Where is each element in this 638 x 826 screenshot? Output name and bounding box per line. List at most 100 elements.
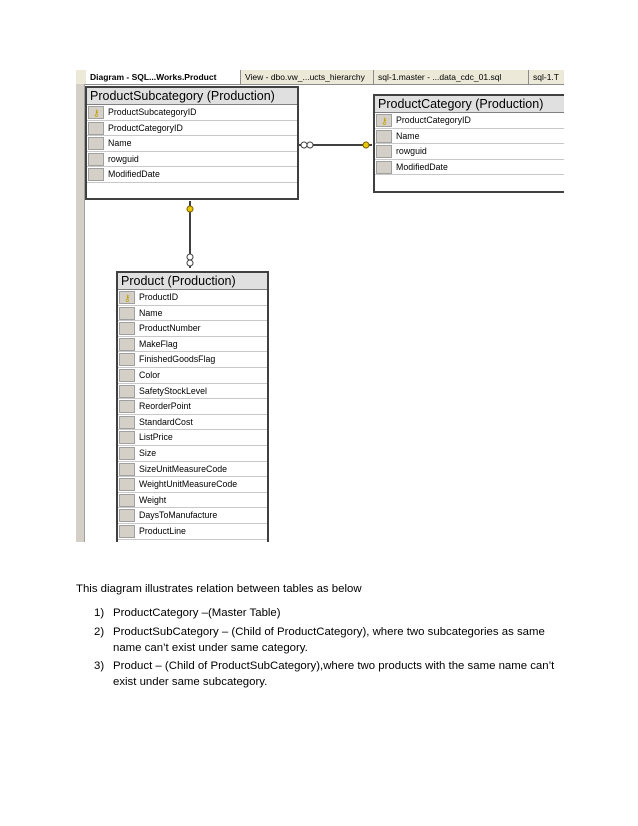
row-selector[interactable] [119, 524, 135, 538]
table-column-row[interactable]: FinishedGoodsFlag [118, 352, 267, 368]
table-column-row[interactable]: ReorderPoint [118, 399, 267, 415]
primary-key-icon: ⚷ [93, 108, 100, 118]
infinity-end-icon [300, 141, 308, 149]
row-selector[interactable] [376, 129, 392, 143]
column-name: MakeFlag [139, 338, 178, 349]
column-name: rowguid [108, 153, 139, 164]
tab-view[interactable]: View - dbo.vw_...ucts_hierarchy [241, 70, 374, 84]
column-name: WeightUnitMeasureCode [139, 479, 238, 490]
key-end-icon [186, 205, 194, 213]
list-number: 3) [94, 660, 105, 672]
column-name: Name [108, 138, 132, 149]
row-selector[interactable] [119, 509, 135, 523]
row-selector[interactable] [119, 493, 135, 507]
row-selector[interactable] [88, 168, 104, 182]
column-name: rowguid [396, 146, 427, 157]
row-selector[interactable] [88, 121, 104, 135]
column-name: ProductCategoryID [396, 115, 471, 125]
column-name: StandardCost [139, 416, 193, 427]
row-selector[interactable] [119, 306, 135, 320]
column-name: Size [139, 447, 157, 458]
row-selector[interactable]: ⚷ [376, 114, 392, 127]
table-column-row[interactable]: Color [118, 368, 267, 384]
primary-key-icon: ⚷ [381, 116, 388, 126]
column-name: ProductID [139, 292, 179, 302]
row-selector[interactable] [88, 137, 104, 151]
row-selector[interactable] [119, 337, 135, 351]
row-selector[interactable] [119, 322, 135, 336]
row-selector[interactable]: ⚷ [88, 106, 104, 119]
column-name: ReorderPoint [139, 401, 191, 412]
row-selector[interactable]: ⚷ [119, 291, 135, 304]
table-title: ProductCategory (Production) [375, 96, 564, 113]
row-selector[interactable] [119, 446, 135, 460]
table-column-row[interactable]: Name [87, 136, 297, 152]
column-name: Name [139, 307, 163, 318]
table-column-row[interactable]: rowguid [375, 144, 564, 160]
row-selector[interactable] [119, 462, 135, 476]
tab-sql-1[interactable]: sql-1.T [529, 70, 564, 84]
table-column-row[interactable]: Size [118, 446, 267, 462]
table-column-row[interactable]: ListPrice [118, 430, 267, 446]
infinity-end-icon [186, 253, 194, 261]
table-column-row[interactable]: DaysToManufacture [118, 508, 267, 524]
list-text: ProductCategory –(Master Table) [113, 607, 281, 619]
table-column-row[interactable]: Name [375, 129, 564, 145]
row-selector[interactable] [376, 145, 392, 159]
diagram-screenshot: Diagram - SQL...Works.Product View - dbo… [76, 70, 564, 542]
column-name: SafetyStockLevel [139, 385, 207, 396]
table-title: ProductSubcategory (Production) [87, 88, 297, 105]
list-text: ProductSubCategory – (Child of ProductCa… [113, 626, 545, 654]
column-name: FinishedGoodsFlag [139, 354, 216, 365]
table-column-row[interactable]: ⚷ ProductID [118, 290, 267, 306]
diagram-ruler [76, 84, 85, 542]
column-name: ProductSubcategoryID [108, 107, 197, 117]
row-selector[interactable] [119, 400, 135, 414]
row-selector[interactable] [376, 160, 392, 174]
column-name: ModifiedDate [396, 161, 448, 172]
document-tab-bar: Diagram - SQL...Works.Product View - dbo… [76, 70, 564, 85]
table-column-row[interactable]: ProductLine [118, 524, 267, 540]
tab-diagram[interactable]: Diagram - SQL...Works.Product [86, 70, 241, 84]
table-column-row[interactable]: ⚷ ProductSubcategoryID [87, 105, 297, 121]
table-column-row[interactable]: rowguid [87, 152, 297, 168]
table-column-row[interactable]: ProductNumber [118, 321, 267, 337]
row-selector[interactable] [119, 415, 135, 429]
row-selector[interactable] [119, 353, 135, 367]
tab-sql-script[interactable]: sql-1.master - ...data_cdc_01.sql [374, 70, 529, 84]
column-name: Name [396, 130, 420, 141]
list-text: Product – (Child of ProductSubCategory),… [113, 660, 555, 688]
row-selector[interactable] [119, 478, 135, 492]
table-column-row[interactable]: ProductCategoryID [87, 121, 297, 137]
row-selector[interactable] [88, 152, 104, 166]
row-selector[interactable] [119, 431, 135, 445]
table-column-row[interactable]: SafetyStockLevel [118, 384, 267, 400]
column-name: ListPrice [139, 432, 173, 443]
column-name: ProductNumber [139, 323, 201, 334]
table-column-row[interactable]: MakeFlag [118, 337, 267, 353]
table-column-row[interactable]: ⚷ ProductCategoryID [375, 113, 564, 129]
diagram-caption: This diagram illustrates relation betwee… [76, 583, 362, 595]
column-name: ProductLine [139, 525, 186, 536]
relationship-lines [186, 141, 372, 268]
row-selector[interactable] [119, 368, 135, 382]
table-product-category[interactable]: ProductCategory (Production) ⚷ ProductCat… [373, 94, 564, 193]
row-selector[interactable] [119, 384, 135, 398]
list-number: 1) [94, 607, 105, 619]
table-column-row[interactable]: SizeUnitMeasureCode [118, 462, 267, 478]
table-column-row[interactable]: Name [118, 306, 267, 322]
table-column-row[interactable]: ModifiedDate [375, 160, 564, 176]
primary-key-icon: ⚷ [124, 293, 131, 303]
table-column-row[interactable]: WeightUnitMeasureCode [118, 477, 267, 493]
table-column-row[interactable]: ModifiedDate [87, 167, 297, 183]
column-name: Weight [139, 494, 167, 505]
list-number: 2) [94, 626, 105, 638]
table-column-row[interactable]: Weight [118, 493, 267, 509]
table-product-subcategory[interactable]: ProductSubcategory (Production) ⚷ Product… [85, 86, 299, 200]
table-column-row[interactable]: StandardCost [118, 415, 267, 431]
key-end-icon [362, 141, 370, 149]
